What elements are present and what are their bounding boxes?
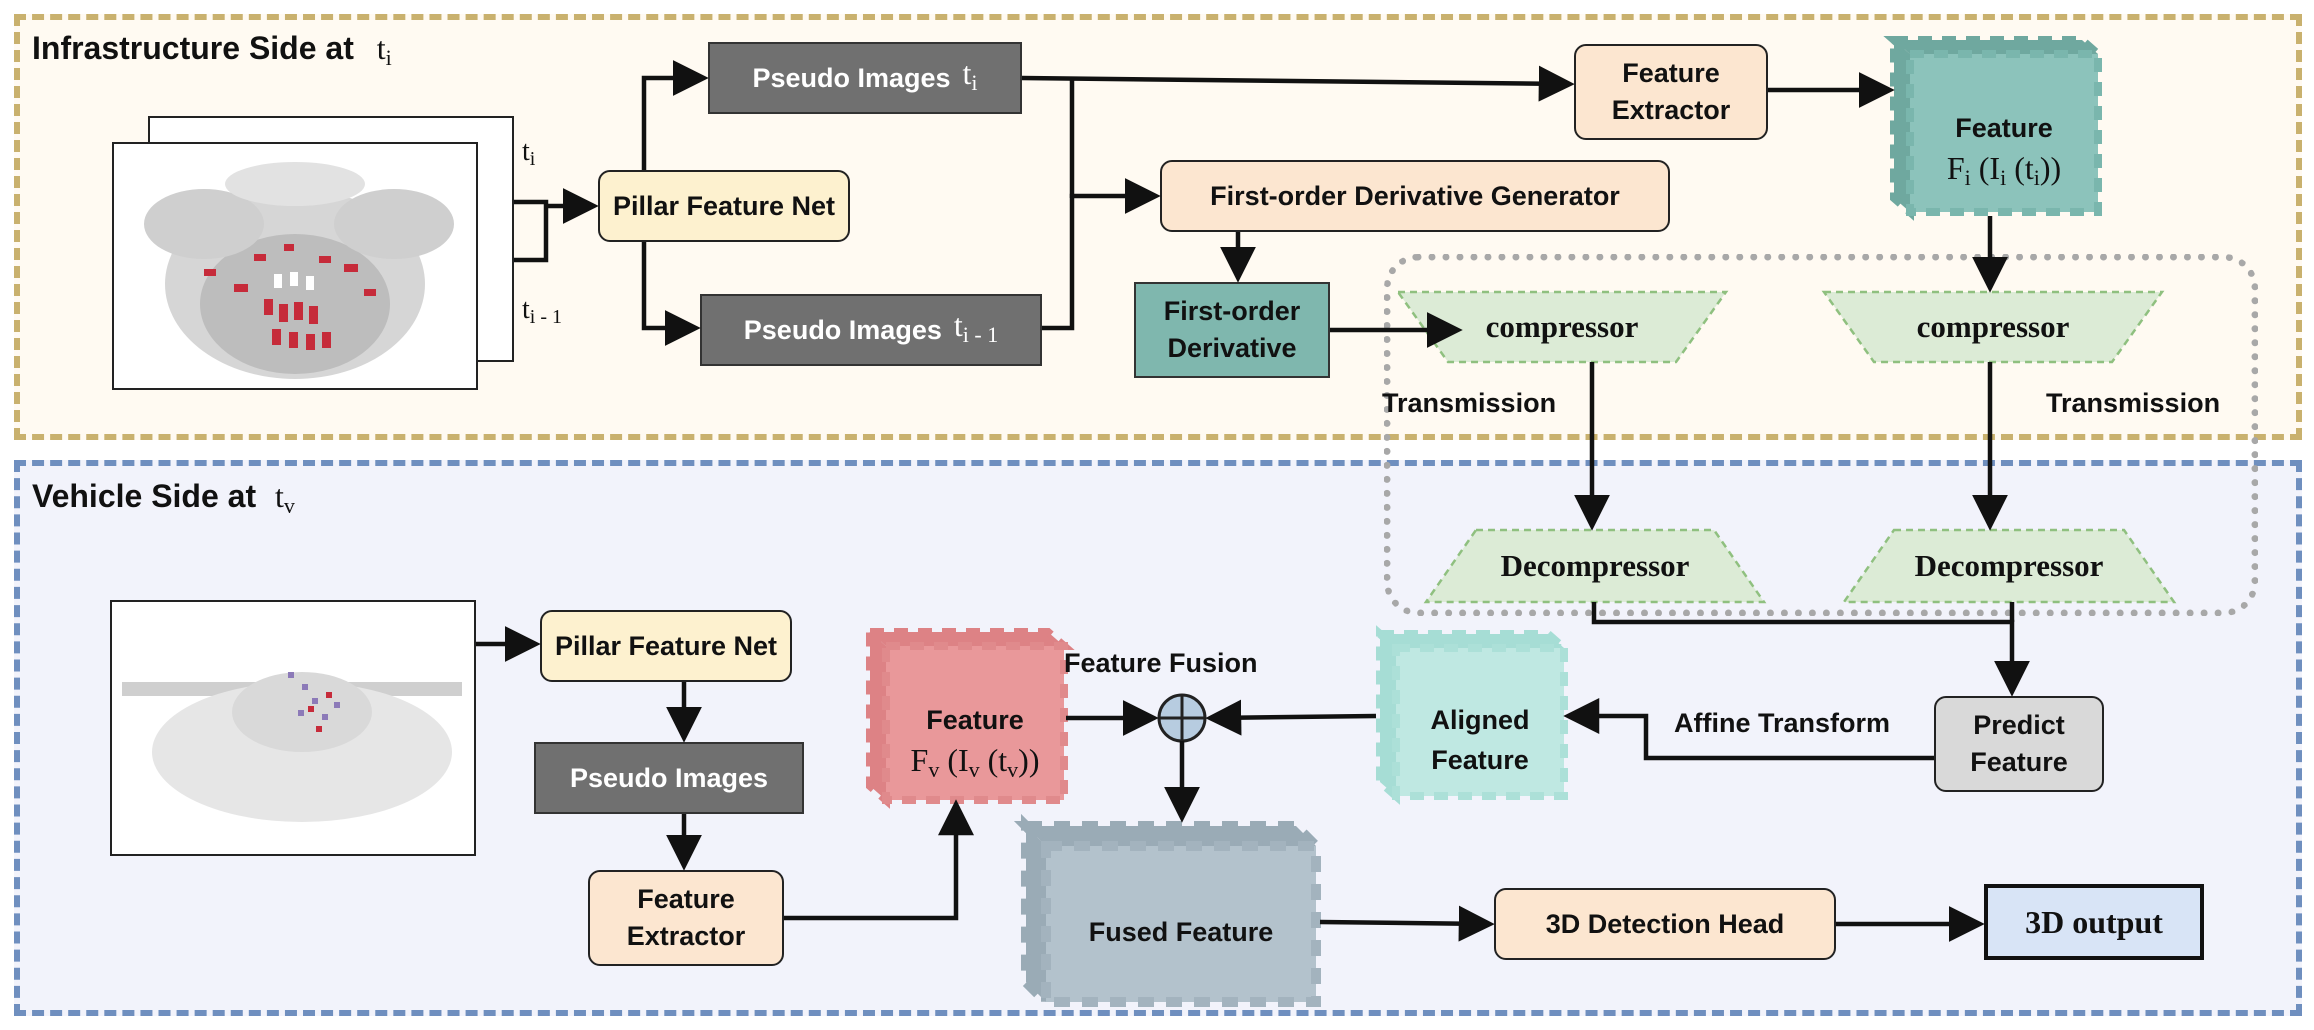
vehicle-feature-extractor: Feature Extractor <box>588 870 784 966</box>
decompressor-left: Decompressor <box>1500 548 1690 583</box>
lidar-frame-current <box>112 142 478 390</box>
infra-pillar-feature-net: Pillar Feature Net <box>598 170 850 242</box>
vehicle-title: Vehicle Side at tv <box>32 478 295 518</box>
conn-pillar-to-pseudo-cur <box>641 60 709 170</box>
vehicle-pillar-feature-net: Pillar Feature Net <box>540 610 792 682</box>
conn-pillar-to-pseudo-prev <box>641 242 701 346</box>
frame-label-current: ti <box>522 136 536 170</box>
decompressor-right-shape <box>1841 528 2177 604</box>
lidar-point-cloud-vehicle <box>122 672 462 822</box>
transmission-label-right: Transmission <box>2046 388 2221 418</box>
infrastructure-title: Infrastructure Side at ti <box>32 30 392 70</box>
conn-pseudo-prev-to-generator <box>1042 178 1161 331</box>
first-order-derivative-generator: First-order Derivative Generator <box>1160 160 1670 232</box>
infra-feature-extractor: Feature Extractor <box>1574 44 1768 140</box>
affine-transform-label: Affine Transform <box>1674 708 1891 738</box>
conn-decompressors-to-predict <box>1591 602 2030 697</box>
frame-label-previous: ti - 1 <box>522 294 562 328</box>
fused-feature-label: Fused Feature <box>1088 917 1274 947</box>
feature-fusion-label: Feature Fusion <box>1064 648 1258 678</box>
conn-frame-cur-to-bracket <box>514 199 549 263</box>
decompressor-right: Decompressor <box>1914 548 2104 583</box>
predict-feature: Predict Feature <box>1934 696 2104 792</box>
vehicle-pseudo-images: Pseudo Images <box>534 742 804 814</box>
vehicle-feature-cube <box>859 623 1075 809</box>
fused-feature-cube <box>1013 813 1329 1015</box>
conn-pseudo-to-extractor <box>1021 65 1575 102</box>
transmission-label-left: Transmission <box>1382 388 1557 418</box>
decompressor-left-shape <box>1423 528 1767 604</box>
conn-predict-to-aligned <box>1563 698 1934 761</box>
compressor-right: compressor <box>1916 309 2070 344</box>
conn-extractor-to-feature <box>784 799 974 921</box>
vehicle-feature-cube-label: Feature Fv (Iv (tv)) <box>910 705 1040 782</box>
3d-detection-head: 3D Detection Head <box>1494 888 1836 960</box>
aligned-feature-cube <box>1369 625 1575 805</box>
lidar-frame-vehicle <box>110 600 476 856</box>
infra-pseudo-images-current: Pseudo Images ti <box>708 42 1022 114</box>
aligned-feature-label: Aligned Feature <box>1430 705 1530 775</box>
infra-pseudo-images-previous: Pseudo Images ti - 1 <box>700 294 1042 366</box>
conn-fused-to-head <box>1319 905 1495 942</box>
compressor-left-shape <box>1395 290 1729 364</box>
3d-output: 3D output <box>1984 884 2204 960</box>
conn-aligned-to-fusion <box>1205 699 1377 736</box>
transmission-group <box>1384 254 2258 616</box>
first-order-derivative: First-order Derivative <box>1134 282 1330 378</box>
compressor-left: compressor <box>1485 309 1639 344</box>
infra-feature-cube-label: Feature Fi (Ii (ti)) <box>1946 113 2062 190</box>
compressor-right-shape <box>1821 290 2165 364</box>
infra-feature-cube <box>1883 31 2109 221</box>
feature-fusion-node <box>1157 693 1207 743</box>
lidar-point-cloud-infra <box>144 162 454 379</box>
